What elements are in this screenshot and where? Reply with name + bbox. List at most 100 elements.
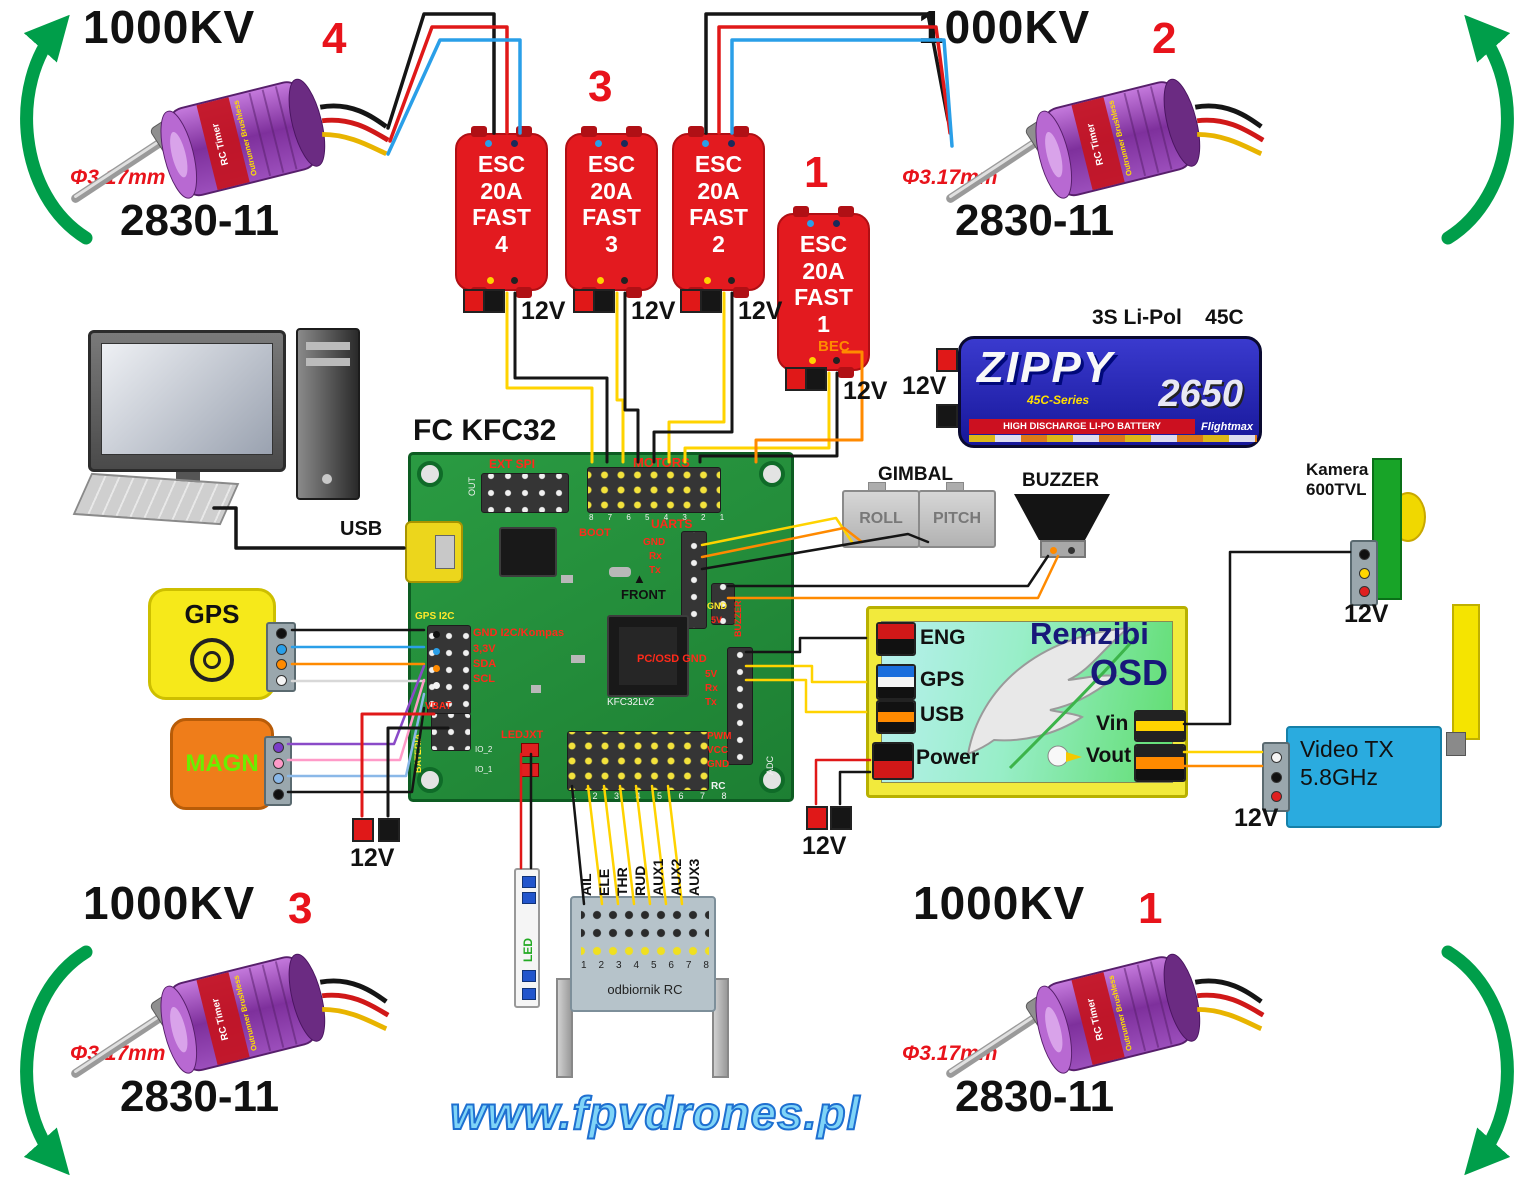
- fc-pcosd-label: PC/OSD GND: [637, 653, 707, 665]
- watermark: www.fpvdrones.pl: [449, 1086, 861, 1140]
- esc2-num: 2: [712, 231, 725, 258]
- pin-1: 1: [581, 960, 587, 971]
- esc2-12v-label: 12V: [738, 297, 783, 325]
- esc4-12v-label: 12V: [521, 297, 566, 325]
- osd-title-2: OSD: [1090, 652, 1169, 693]
- battery-brand: ZIPPY: [977, 343, 1115, 392]
- osd-usb-connector: [876, 700, 916, 734]
- fc-front-label: FRONT: [621, 587, 666, 602]
- motor2-photo: [935, 45, 1270, 215]
- videotx-connector: [1262, 742, 1290, 812]
- esc2-amp: 20A: [697, 177, 740, 204]
- osd-usb-label: USB: [920, 703, 965, 726]
- computer-tower: [296, 328, 360, 500]
- fc-bottom-pin-numbers: 1 2 3 4 5 6 7 8: [571, 791, 734, 801]
- monitor-screen: [101, 343, 273, 455]
- pin-6: 6: [668, 960, 674, 971]
- camera-connector: [1350, 540, 1378, 606]
- motor2-model-label: 2830-11: [955, 196, 1115, 245]
- esc-1: ESC 20A FAST 1: [777, 206, 870, 378]
- esc2-name: ESC: [694, 151, 743, 177]
- receiver-leg-right: [712, 978, 729, 1078]
- magn-label: MAGN: [185, 750, 259, 777]
- channel-aux1-label: AUX1: [650, 858, 666, 896]
- fc-ledjxt-label: LEDJXT: [501, 729, 544, 741]
- esc1-callout: 1: [804, 148, 829, 197]
- fc-chip-label: KFC32Lv2: [607, 697, 655, 708]
- esc1-name: ESC: [799, 231, 848, 257]
- usb-label: USB: [340, 518, 383, 540]
- fc-io2-label: IO_2: [475, 745, 493, 754]
- fc-vcc-label: VCC: [707, 745, 729, 756]
- fc-io1-label: IO_1: [475, 765, 493, 774]
- fc-main-mcu: [607, 615, 689, 697]
- channel-aux3-label: AUX3: [686, 858, 702, 896]
- osd-12v-label: 12V: [802, 832, 847, 860]
- gimbal-title: GIMBAL: [878, 464, 953, 485]
- fc-33v-label: 3,3V: [473, 643, 496, 655]
- receiver-leg-left: [556, 978, 573, 1078]
- esc4-num: 4: [495, 231, 508, 258]
- fc-5v-label: 5V: [705, 669, 718, 680]
- pin-5: 5: [650, 960, 657, 971]
- rc-receiver: 1 2 3 4 5 6 7 8 odbiornik RC: [570, 896, 716, 1012]
- fc-bottom-header: [567, 731, 709, 791]
- camera-label-2: 600TVL: [1306, 480, 1367, 499]
- fc-crystal: [609, 567, 631, 577]
- osd-vout-label: Vout: [1086, 744, 1132, 767]
- pin-8: 8: [703, 960, 709, 971]
- videotx-label-1: Video TX: [1300, 736, 1394, 762]
- esc4-amp: 20A: [480, 177, 523, 204]
- gps-connector: [266, 622, 296, 692]
- motor1-kv-label: 1000KV: [913, 877, 1086, 929]
- videotx-12v-label: 12V: [1234, 804, 1279, 832]
- fc-buzzer-label: BUZZER: [733, 600, 743, 638]
- gimbal-roll-servo: ROLL: [842, 490, 920, 548]
- osd-gps-label: GPS: [920, 668, 965, 691]
- esc1-num: 1: [817, 311, 830, 338]
- esc-4: ESC 20A FAST 4: [455, 126, 548, 298]
- osd-vout-connector: [1134, 744, 1186, 782]
- fc-gnd2-label: GND: [707, 759, 730, 770]
- battery-series: 45C-Series: [1027, 393, 1090, 407]
- fc-motors-label: MOTORS: [633, 455, 690, 470]
- fc-extspi-header: [481, 473, 569, 513]
- fc-ext-spi-label: EXT SPI: [489, 457, 536, 471]
- gimbal-roll-label: ROLL: [859, 510, 903, 527]
- esc4-name: ESC: [477, 151, 526, 177]
- esc1-power-red: [785, 367, 807, 391]
- battery: ZIPPY 45C-Series 2650 HIGH DISCHARGE LI-…: [958, 336, 1262, 448]
- fc-motors-header: [587, 467, 721, 513]
- videotx-antenna-base: [1446, 732, 1466, 756]
- esc3-12v-label: 12V: [631, 297, 676, 325]
- motor1-model-label: 2830-11: [955, 1072, 1115, 1121]
- pin-2: 2: [598, 960, 605, 971]
- pin-4: 4: [633, 960, 640, 971]
- osd-power-connector: [872, 742, 914, 780]
- buzzer-title: BUZZER: [1022, 470, 1100, 491]
- fc-power-black: [378, 818, 400, 842]
- esc1-amp: 20A: [802, 257, 845, 284]
- videotx-module: Video TX 5.8GHz: [1286, 726, 1442, 828]
- fc-bateria-label: BATERIA: [413, 733, 423, 773]
- fc-vbat-header: [431, 713, 471, 751]
- fc-vbat-label: VBAT: [425, 701, 452, 712]
- fc-power-red: [352, 818, 374, 842]
- fc-title: FC KFC32: [413, 414, 557, 447]
- fc-sda-label: SDA: [473, 658, 497, 670]
- fc-front-arrow-icon: ▲: [633, 571, 646, 586]
- osd-vin-label: Vin: [1096, 712, 1129, 735]
- esc4-speed: FAST: [472, 204, 531, 231]
- fc-gnd-i2c-label: GND I2C/Kompas: [473, 627, 565, 639]
- gps-module: GPS: [148, 588, 276, 700]
- magnetometer-wires: [286, 664, 426, 794]
- fc-uart-gnd-label: GND: [643, 537, 666, 548]
- motor3-kv-label: 1000KV: [83, 877, 256, 929]
- esc-3: ESC 20A FAST 3: [565, 126, 658, 298]
- motor1-photo: [935, 920, 1270, 1090]
- pin-7: 7: [685, 960, 692, 971]
- buzzer-base: [1040, 540, 1086, 558]
- esc1-power-black: [805, 367, 827, 391]
- channel-rud-label: RUD: [632, 865, 648, 896]
- motor4-model-label: 2830-11: [120, 196, 280, 245]
